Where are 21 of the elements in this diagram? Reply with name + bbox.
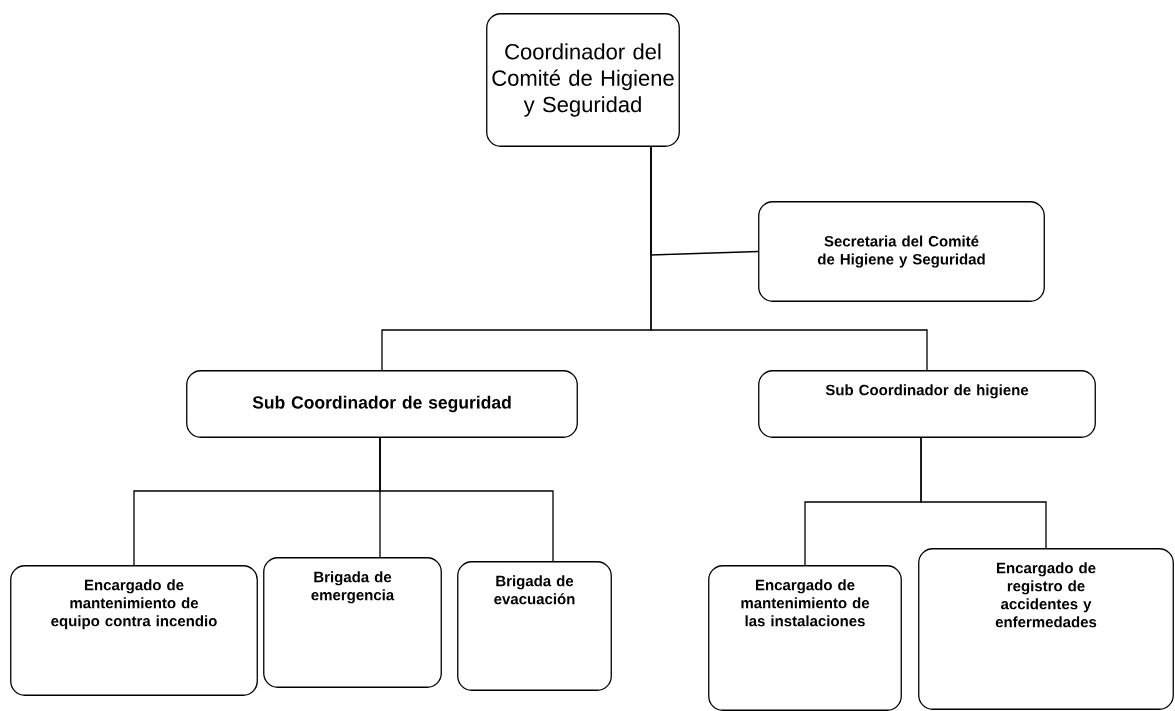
connector-line [379, 437, 554, 562]
org-box [263, 557, 442, 688]
org-box [758, 370, 1096, 438]
connector-line [920, 437, 1047, 549]
node-label: Encargado de mantenimiento de equipo contra incendio [51, 579, 217, 630]
node-label: Sub Coordinador de higiene [825, 384, 1029, 399]
org-box [486, 13, 680, 147]
node-label: Encargado de registro de accidentes y enfermedades [995, 562, 1097, 628]
org-box [457, 561, 612, 691]
node-label: Encargado de mantenimiento de las instalaciones [741, 579, 870, 627]
org-box [708, 565, 902, 711]
node-label: Coordinador del Comité de Higiene y Seguridad [492, 43, 674, 117]
node-label: Secretaria del Comité de Higiene y Seguridad [817, 235, 985, 268]
node-label: Brigada de emergencia [311, 571, 395, 604]
org-box [10, 565, 258, 696]
org-box [758, 201, 1045, 302]
org-box [918, 548, 1174, 710]
node-label: Brigada de evacuación [494, 575, 575, 605]
connector-line [650, 146, 928, 371]
org-box [186, 370, 578, 438]
node-label: Sub Coordinador de seguridad [252, 395, 511, 413]
